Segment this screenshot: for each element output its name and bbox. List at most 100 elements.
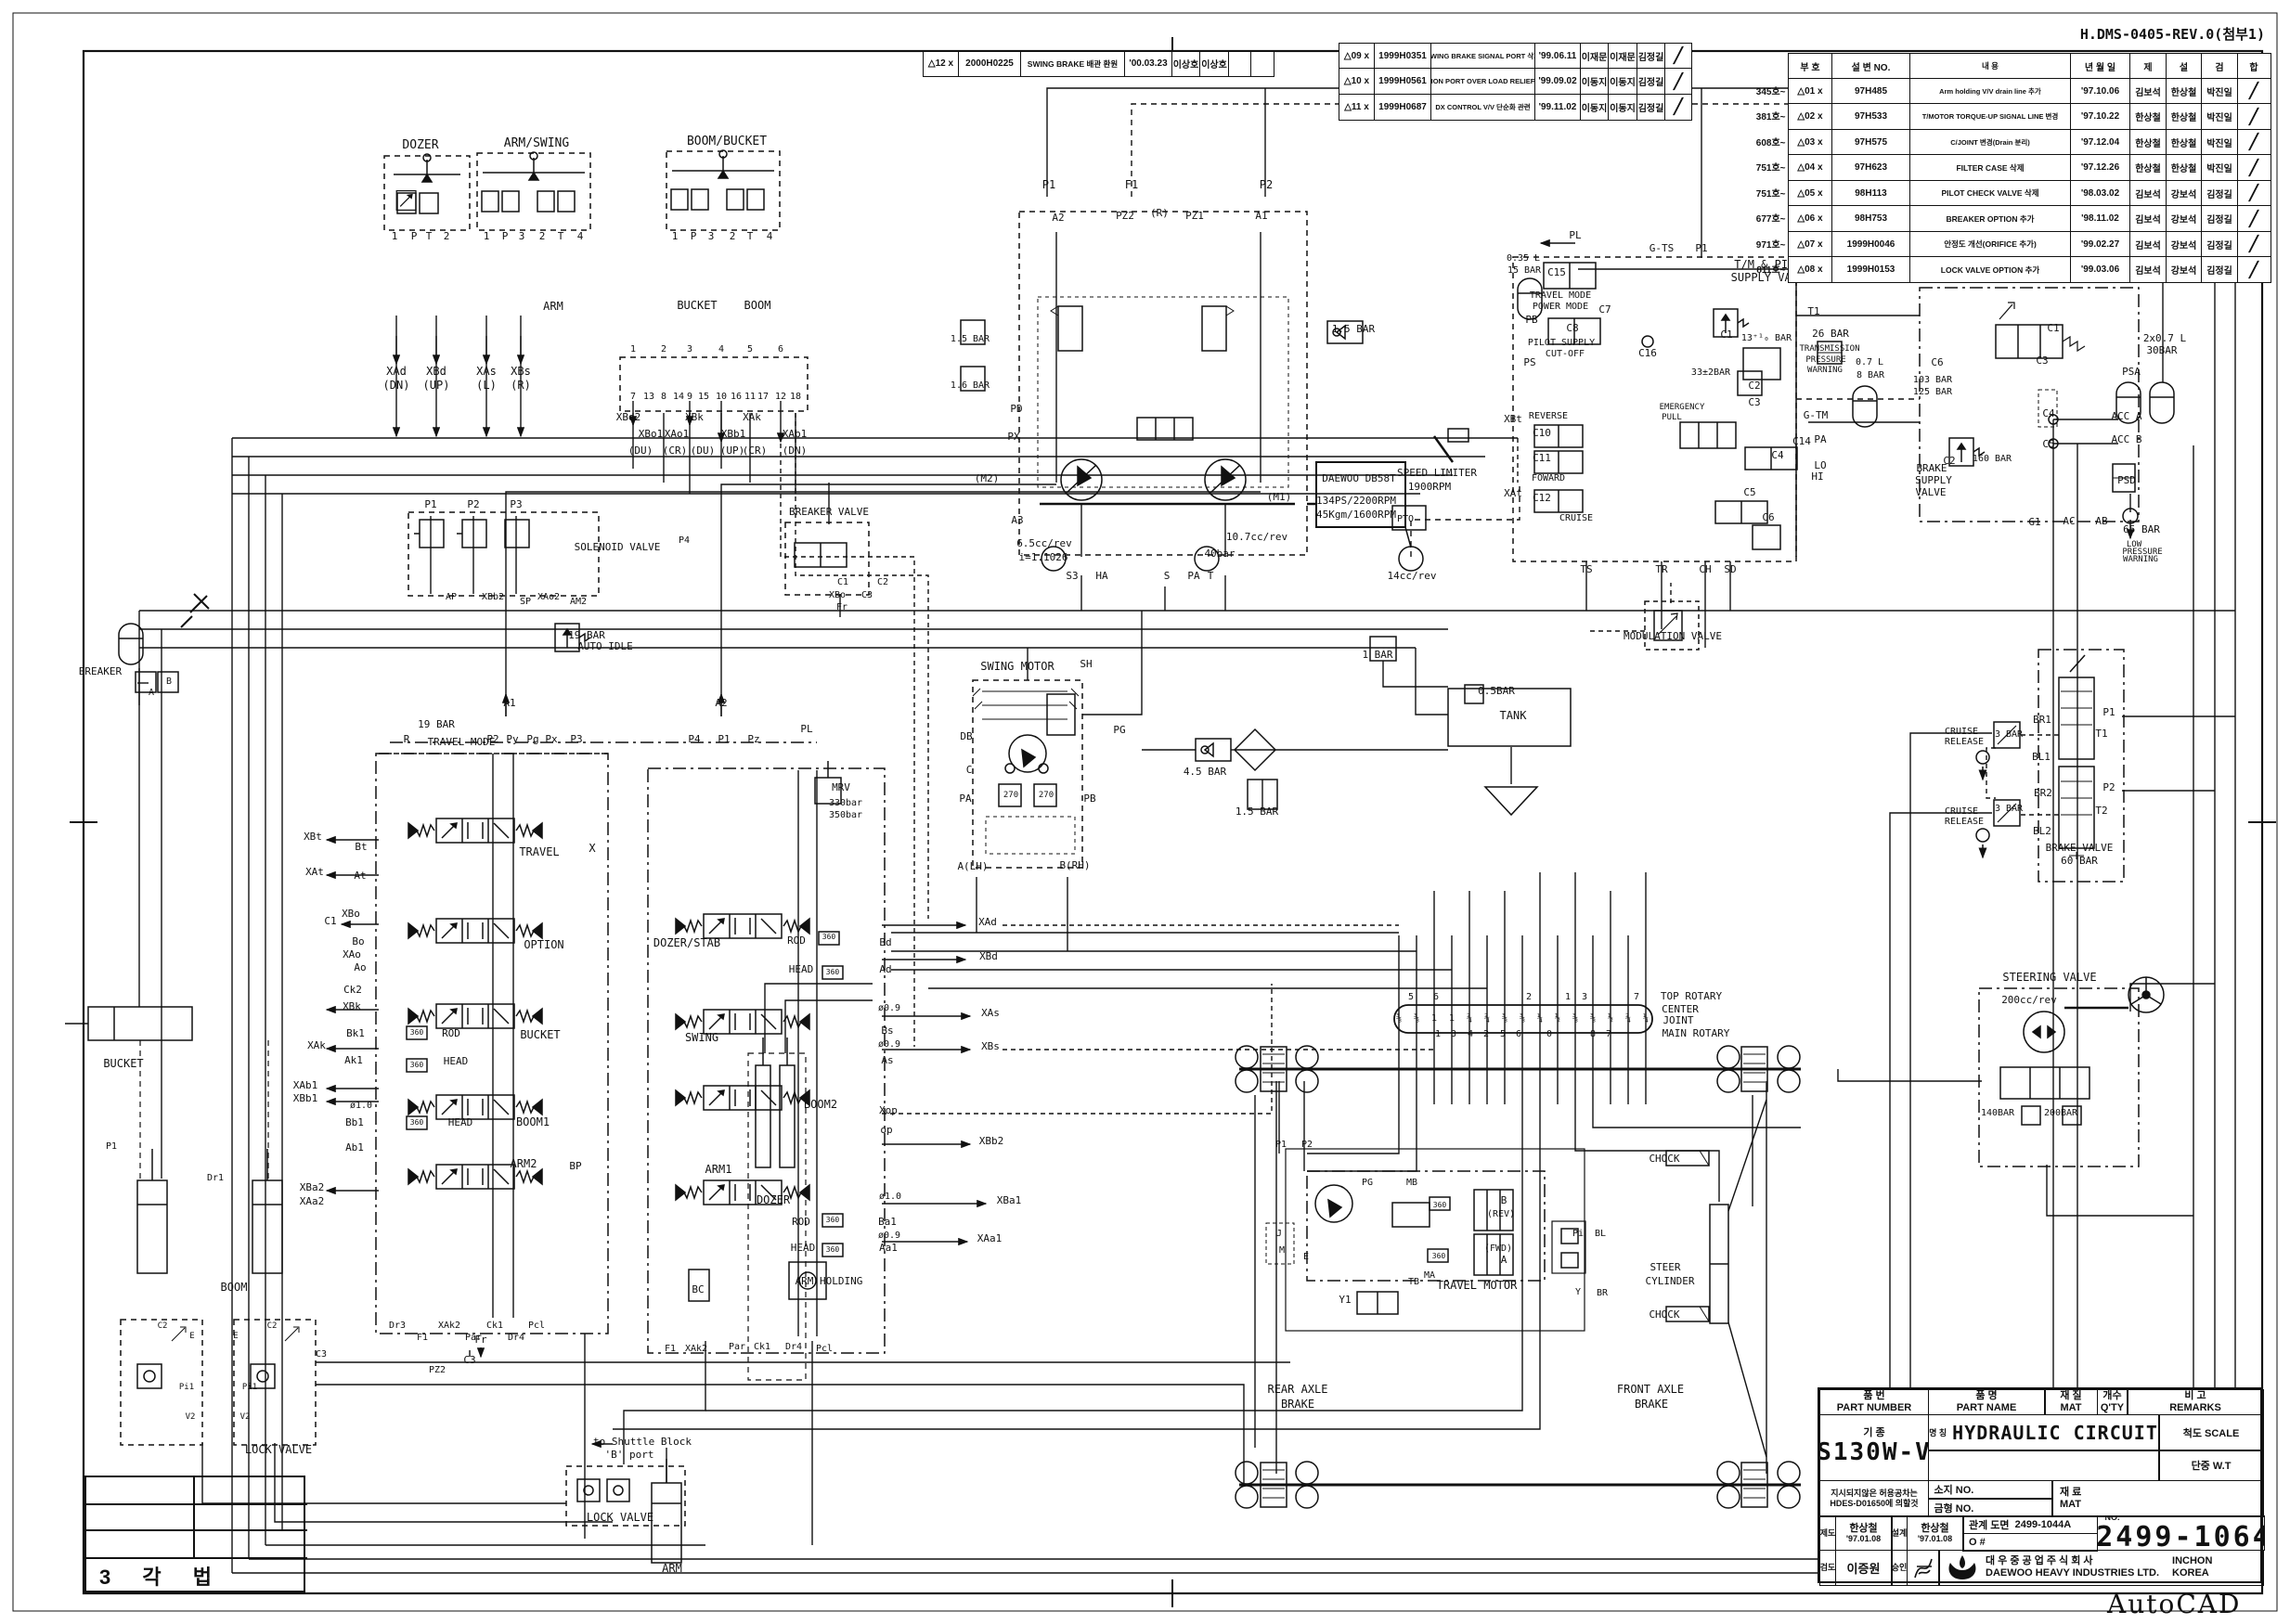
schematic-label: CRUISE	[1945, 727, 1978, 737]
schematic-label: 3	[687, 344, 692, 354]
schematic-label: (CR)	[743, 445, 768, 457]
schematic-label: C1	[1720, 329, 1732, 341]
rev-cell: 김보석	[2129, 205, 2167, 232]
schematic-label: 360	[826, 1216, 840, 1224]
rev-cell: DX CONTROL V/V 단순화 관련	[1430, 93, 1536, 121]
schematic-label: (DN)	[783, 445, 808, 457]
schematic-label: i=1.1026	[1019, 551, 1068, 563]
projection-label: 3 각 법	[99, 1566, 225, 1589]
schematic-label: TANK	[1500, 709, 1528, 722]
schematic-label: PZ2	[429, 1365, 446, 1375]
schematic-label: Py	[506, 733, 519, 745]
schematic-label: ACC B	[2111, 433, 2141, 445]
spool-travel	[408, 818, 543, 844]
rev-cell: 98H113	[1831, 179, 1911, 207]
qty-kr: 개수	[2102, 1390, 2122, 1402]
mat-en: MAT	[2060, 1402, 2082, 1413]
schematic-label: PA	[959, 793, 972, 805]
draft-label: 제도	[1819, 1515, 1836, 1551]
schematic-label: C2	[267, 1321, 278, 1331]
rev-cell: '98.03.02	[2069, 179, 2131, 207]
wt-label: 단중 W.T	[2158, 1450, 2264, 1481]
schematic-label: AM2	[570, 597, 587, 607]
rev-cell: 김정길	[2201, 230, 2238, 258]
rev-cell: 98H753	[1831, 205, 1911, 232]
schematic-label: C1	[837, 577, 848, 587]
schematic-label: T	[1208, 570, 1214, 582]
schematic-label: Bo	[352, 935, 364, 947]
schematic-label: PG	[1113, 724, 1125, 736]
drawing-name: HYDRAULIC CIRCUIT	[1952, 1421, 2158, 1444]
schematic-label: LO	[1814, 459, 1826, 471]
schematic-label: C1	[2047, 322, 2059, 334]
schematic-label: P2	[2102, 781, 2115, 793]
schematic-label: 134PS/2200RPM	[1316, 495, 1396, 507]
schematic-label: XAb1	[293, 1079, 318, 1091]
schematic-label: XAo2	[537, 592, 560, 602]
schematic-label: 33±2BAR	[1691, 367, 1731, 378]
schematic-label: EMERGENCY	[1660, 403, 1705, 412]
schematic-label: PG	[1362, 1178, 1373, 1188]
rev-cell: BREAKER OPTION 추가	[1909, 205, 2071, 232]
schematic-label: G1	[2028, 516, 2040, 528]
rev-cell: '97.10.06	[2069, 77, 2131, 105]
schematic-label: (DU)	[691, 445, 716, 457]
part-number-en: PART NUMBER	[1836, 1402, 1912, 1413]
schematic-label: C	[966, 764, 973, 776]
schematic-label: T	[426, 230, 433, 242]
schematic-label: 0.7 L	[1856, 357, 1883, 367]
schematic-label: P4	[679, 535, 690, 546]
schematic-label: P3	[570, 733, 582, 745]
schematic-label: HEAD	[448, 1116, 473, 1128]
schematic-label: LOCK VALVE	[587, 1511, 653, 1524]
schematic-label: 360	[410, 1118, 424, 1127]
schematic-label: MAIN ROTARY	[1663, 1027, 1730, 1039]
rev-cell: △04 x	[1788, 154, 1832, 181]
schematic-label: XBo	[829, 590, 846, 600]
title-block: 품 번 PART NUMBER 품 명 PART NAME 재 질 MAT 개수…	[1818, 1387, 2265, 1586]
schematic-label: C16	[1638, 347, 1657, 359]
schematic-label: 1.5 BAR	[951, 334, 990, 344]
schematic-label: XAo	[343, 948, 361, 960]
schematic-label: OPTION	[524, 938, 563, 951]
rev-cell: 381호~	[1755, 112, 1786, 122]
schematic-label: STEER	[1650, 1261, 1680, 1273]
schematic-label: Px	[545, 733, 558, 745]
schematic-label: A(LH)	[957, 860, 988, 872]
schematic-label: SPEED LIMITER	[1397, 467, 1477, 479]
soji-no-label: 소지 NO.	[1927, 1479, 2053, 1500]
pilot-valve-boom-bucket	[666, 149, 781, 231]
rev-cell: △09 x	[1338, 42, 1376, 70]
schematic-label: 3 BAR	[1995, 729, 2024, 740]
schematic-label: Aa1	[879, 1242, 898, 1254]
schematic-label: Ad	[879, 963, 891, 975]
schematic-label: 7	[1606, 1029, 1611, 1039]
schematic-label: BP	[569, 1160, 582, 1172]
schematic-label: Par	[729, 1342, 745, 1352]
material-kr: 재 료	[2060, 1486, 2082, 1498]
schematic-label: XAk2	[438, 1321, 460, 1331]
rev-cell: 박진일	[2201, 103, 2238, 130]
schematic-label: (M2)	[975, 472, 1000, 484]
schematic-label: 0.5BAR	[1478, 685, 1515, 697]
schematic-label: A1	[503, 697, 515, 709]
schematic-label: P	[691, 230, 697, 242]
checker-name: 이증원	[1834, 1549, 1893, 1586]
schematic-label: C2	[1748, 380, 1760, 392]
schematic-label: 360	[1433, 1201, 1447, 1209]
rev-cell	[1744, 53, 1790, 78]
schematic-label: 14	[673, 392, 684, 402]
schematic-label: XBo	[342, 908, 360, 920]
rev-cell: 이재문	[1579, 42, 1610, 70]
dozer-cylinders	[747, 1038, 807, 1381]
tm-pilot-supply-valve	[1512, 256, 1878, 562]
no-label: NO.	[2104, 1515, 2120, 1522]
rev-cell: '97.12.04	[2069, 128, 2131, 156]
schematic-label: Bb1	[345, 1116, 364, 1128]
schematic-label: TRAVEL MODE	[428, 736, 496, 748]
rev-cell: ╱	[2236, 154, 2271, 181]
rev-cell: SWING BRAKE 배관 환원	[1019, 50, 1126, 77]
schematic-label: XAd	[386, 365, 407, 378]
